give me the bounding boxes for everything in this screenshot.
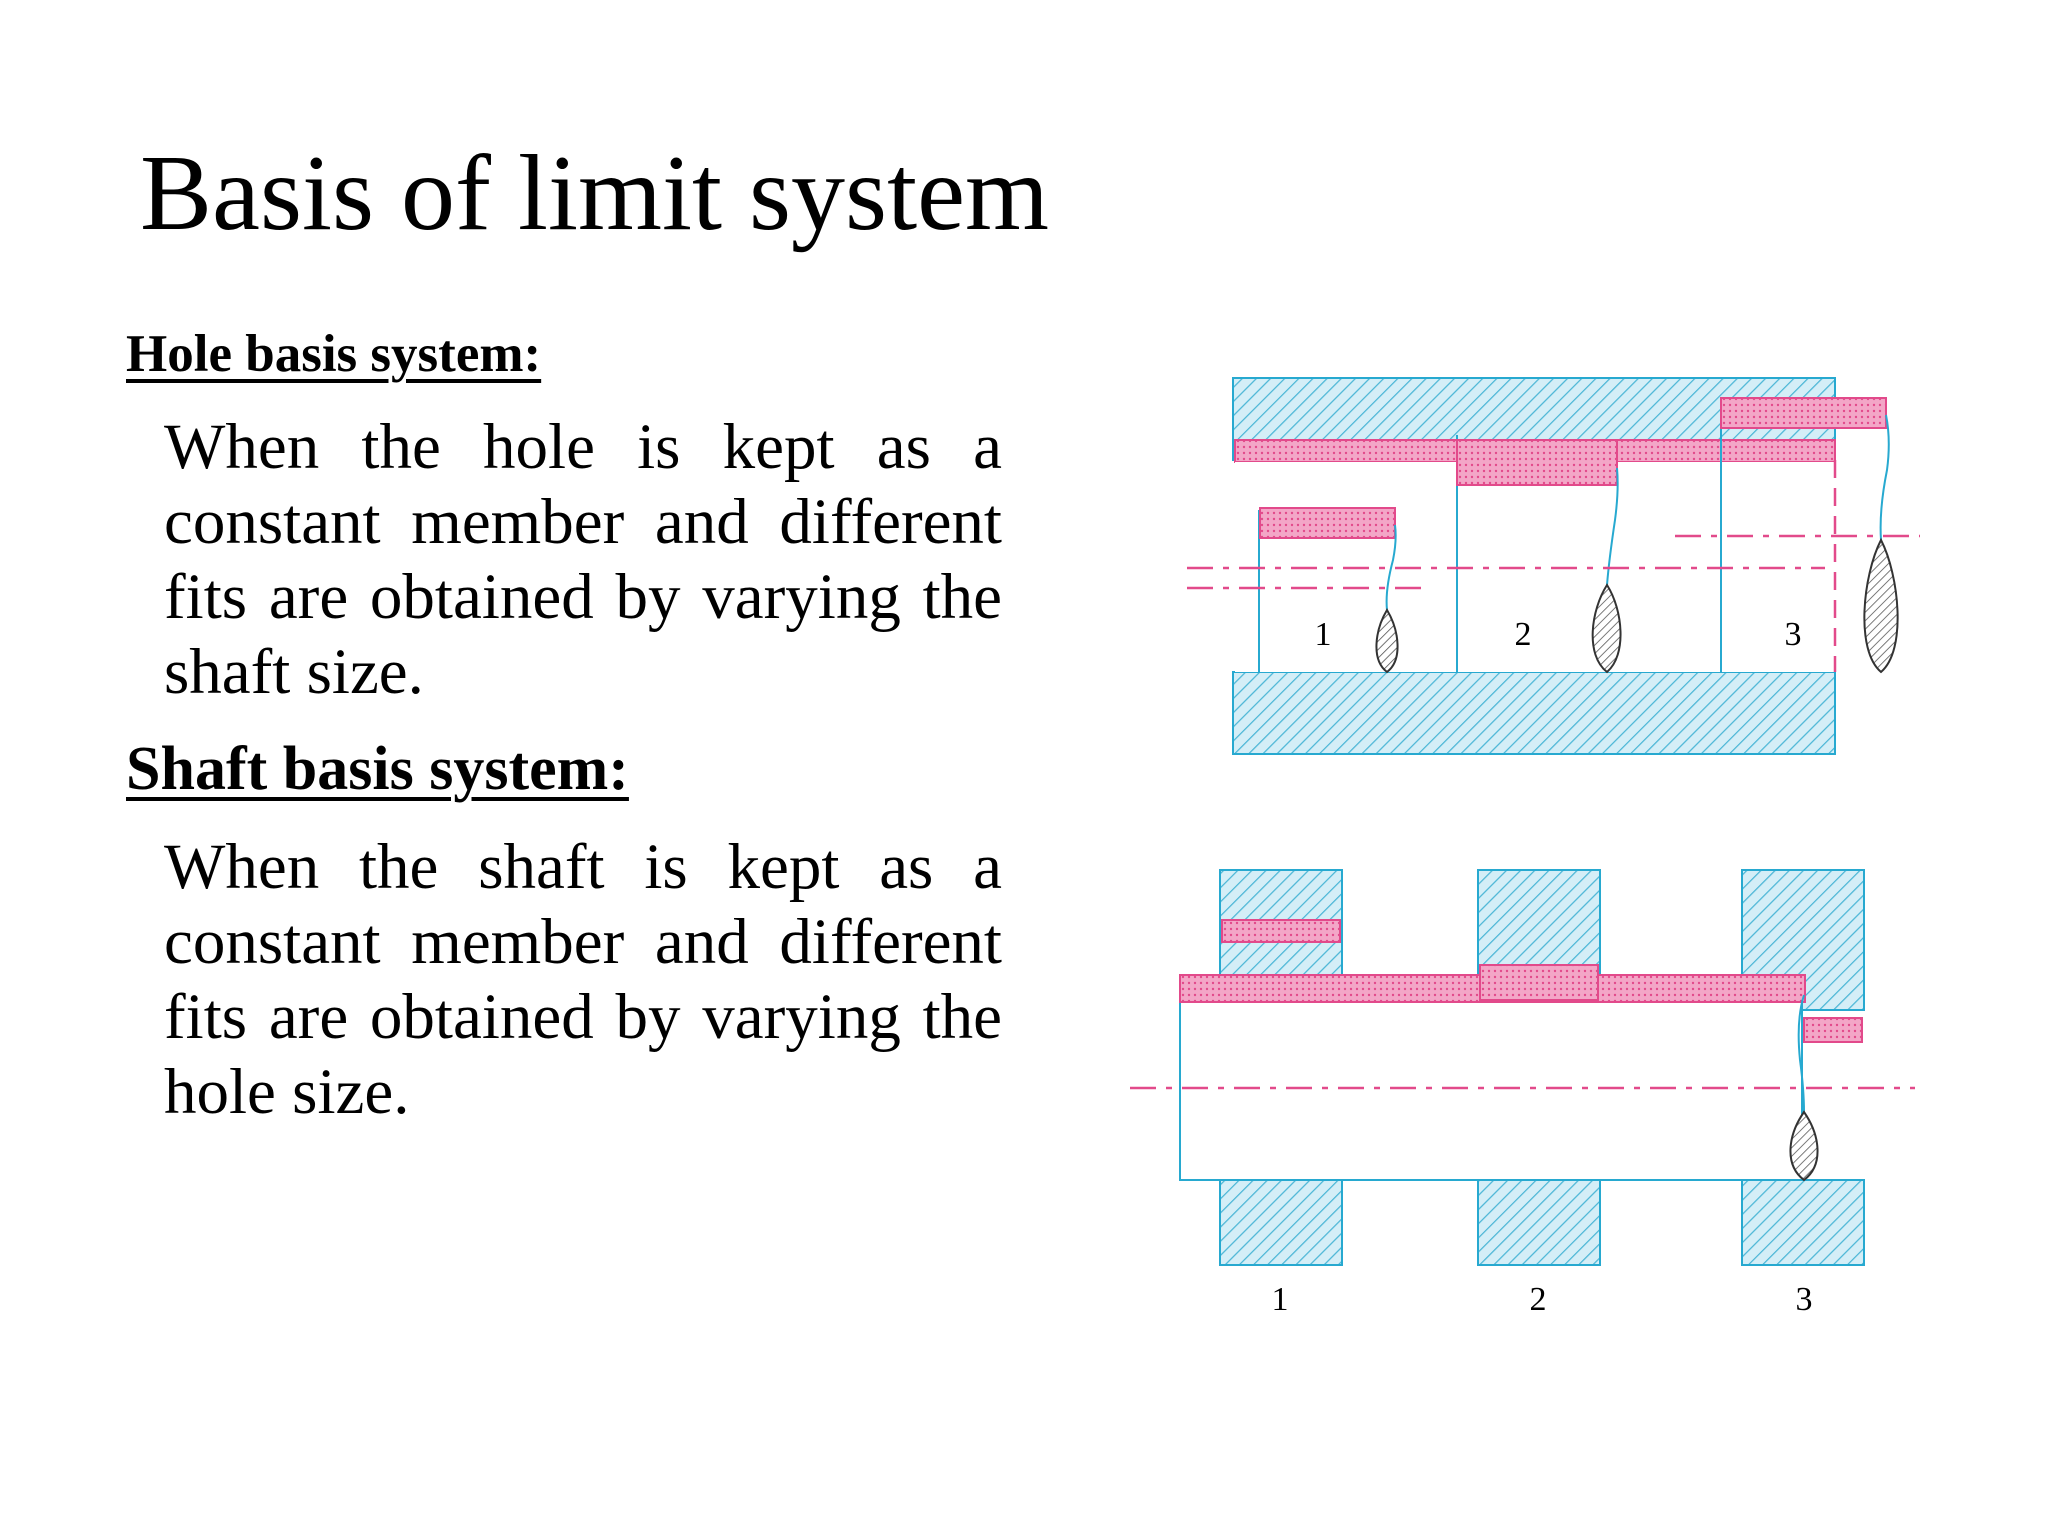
hole-basis-description: When the hole is kept as a constant memb…	[164, 411, 1002, 708]
shaft-diagram-label-3: 3	[1796, 1281, 1813, 1318]
shaft-section-2	[1591, 583, 1622, 674]
hole-block-lower-3	[1741, 1179, 1865, 1266]
shaft-tolerance-zone-2	[1456, 439, 1618, 486]
shaft-basis-diagram: 1 2 3	[1130, 869, 1915, 1318]
shaft-section-3	[1863, 537, 1899, 674]
shaft-basis-heading: Shaft basis system:	[126, 735, 629, 803]
hole-diagram-label-2: 2	[1515, 616, 1532, 653]
hole-diagram-label-3: 3	[1785, 616, 1802, 653]
shaft-tolerance-zone-1	[1259, 507, 1396, 539]
hole-block-lower-2	[1477, 1179, 1601, 1266]
shaft-leader-2	[1606, 467, 1619, 586]
shaft-body	[1179, 1001, 1803, 1181]
shaft-leader-1	[1385, 524, 1397, 611]
shaft-diagram-label-1: 1	[1272, 1281, 1289, 1318]
shaft-diagram-label-2: 2	[1530, 1281, 1547, 1318]
lower-wall-hatch	[1232, 671, 1836, 755]
hole-basis-diagram: 1 2 3	[1187, 377, 1920, 755]
hole-basis-heading: Hole basis system:	[126, 325, 542, 383]
hole-tolerance-zone-2	[1479, 964, 1599, 1001]
shaft-basis-description: When the shaft is kept as a constant mem…	[164, 831, 1002, 1128]
shaft-tolerance-zone-3	[1720, 397, 1887, 429]
shaft-section	[1789, 1110, 1819, 1182]
hole-tolerance-zone-1	[1221, 919, 1341, 943]
shaft-section-1	[1375, 608, 1399, 674]
slide-title: Basis of limit system	[140, 134, 1050, 253]
shaft-leader-3	[1879, 414, 1890, 541]
hole-diagram-label-1: 1	[1315, 616, 1332, 653]
shaft-leader	[1797, 994, 1805, 1113]
hole-block-lower-1	[1219, 1179, 1343, 1266]
hole-tolerance-zone-3	[1803, 1017, 1863, 1043]
